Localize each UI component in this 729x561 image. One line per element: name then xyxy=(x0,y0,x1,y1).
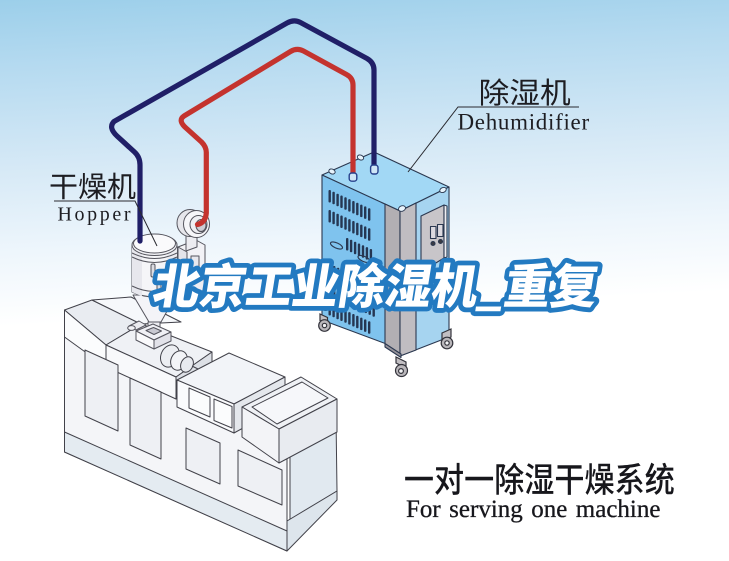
svg-text:Hopper: Hopper xyxy=(58,203,134,225)
svg-text:For serving one machine: For serving one machine xyxy=(406,496,660,523)
svg-text:Dehumidifier: Dehumidifier xyxy=(458,110,590,135)
